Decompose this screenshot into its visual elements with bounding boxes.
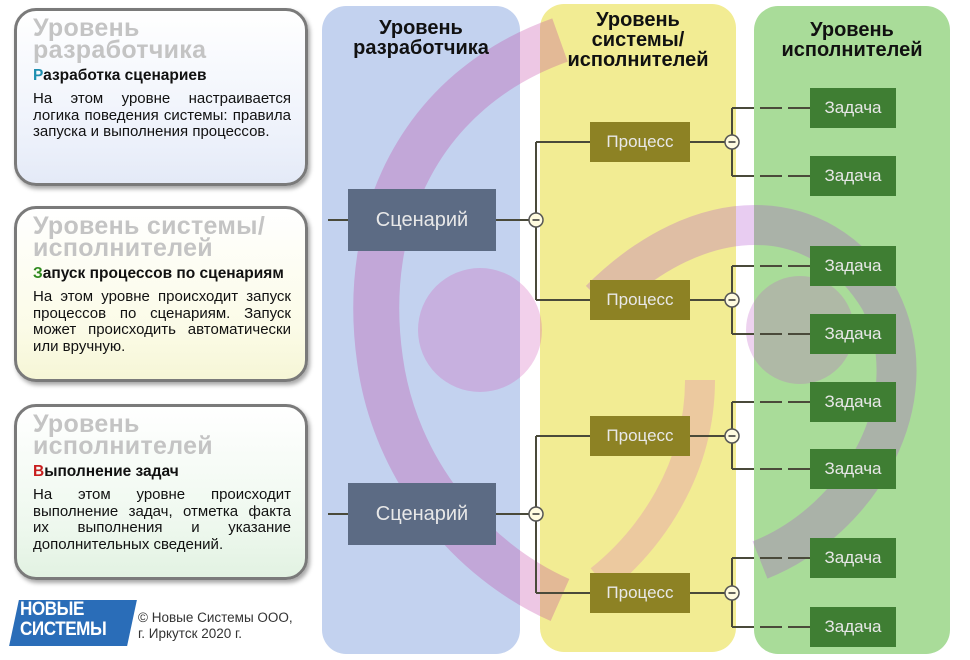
- executor-column-title: Уровень исполнителей: [781, 19, 923, 61]
- scenario-node[interactable]: Сценарий: [348, 483, 496, 545]
- task-node[interactable]: Задача: [810, 538, 896, 578]
- developer-column-title: Уровень разработчика: [353, 17, 489, 59]
- executor-card-subtitle: Выполнение задач: [33, 463, 291, 481]
- company-logo-text: НОВЫЕ СИСТЕМЫ: [20, 600, 119, 640]
- task-node[interactable]: Задача: [810, 156, 896, 196]
- system-card-text: На этом уровне происходит запуск процесс…: [33, 288, 291, 355]
- logo-line-2: СИСТЕМЫ: [20, 619, 107, 640]
- executor-card-text: На этом уровне происходит выполнение зад…: [33, 486, 291, 553]
- process-node[interactable]: Процесс: [590, 573, 690, 613]
- logo-line-1: НОВЫЕ: [20, 599, 84, 620]
- system-card-subtitle: Запуск процессов по сценариям: [33, 265, 291, 283]
- task-node[interactable]: Задача: [810, 246, 896, 286]
- executor-level-card: Уровень исполнителей Выполнение задач На…: [14, 404, 308, 580]
- task-node[interactable]: Задача: [810, 449, 896, 489]
- task-node[interactable]: Задача: [810, 382, 896, 422]
- developer-card-subtitle: Разработка сценариев: [33, 67, 291, 85]
- subtitle-rest: ыполнение задач: [44, 463, 179, 480]
- system-column: [540, 4, 736, 652]
- copyright-text: © Новые Системы ООО, г. Иркутск 2020 г.: [138, 610, 293, 641]
- subtitle-initial: Р: [33, 67, 44, 84]
- subtitle-rest: апуск процессов по сценариям: [42, 265, 284, 282]
- process-node[interactable]: Процесс: [590, 280, 690, 320]
- developer-card-text: На этом уровне настраивается логика пове…: [33, 90, 291, 140]
- task-node[interactable]: Задача: [810, 607, 896, 647]
- executor-card-title: Уровень исполнителей: [33, 410, 213, 460]
- system-column-title: Уровень системы/ исполнителей: [567, 9, 709, 71]
- developer-card-title: Уровень разработчика: [33, 14, 207, 64]
- subtitle-initial: З: [33, 265, 43, 282]
- developer-level-card: Уровень разработчика Разработка сценарие…: [14, 8, 308, 186]
- task-node[interactable]: Задача: [810, 88, 896, 128]
- process-node[interactable]: Процесс: [590, 416, 690, 456]
- system-card-title: Уровень системы/ исполнителей: [33, 212, 266, 262]
- system-level-card: Уровень системы/ исполнителей Запуск про…: [14, 206, 308, 382]
- scenario-node[interactable]: Сценарий: [348, 189, 496, 251]
- process-node[interactable]: Процесс: [590, 122, 690, 162]
- task-node[interactable]: Задача: [810, 314, 896, 354]
- subtitle-initial: В: [33, 463, 45, 480]
- developer-column: [322, 6, 520, 654]
- subtitle-rest: азработка сценариев: [43, 67, 207, 84]
